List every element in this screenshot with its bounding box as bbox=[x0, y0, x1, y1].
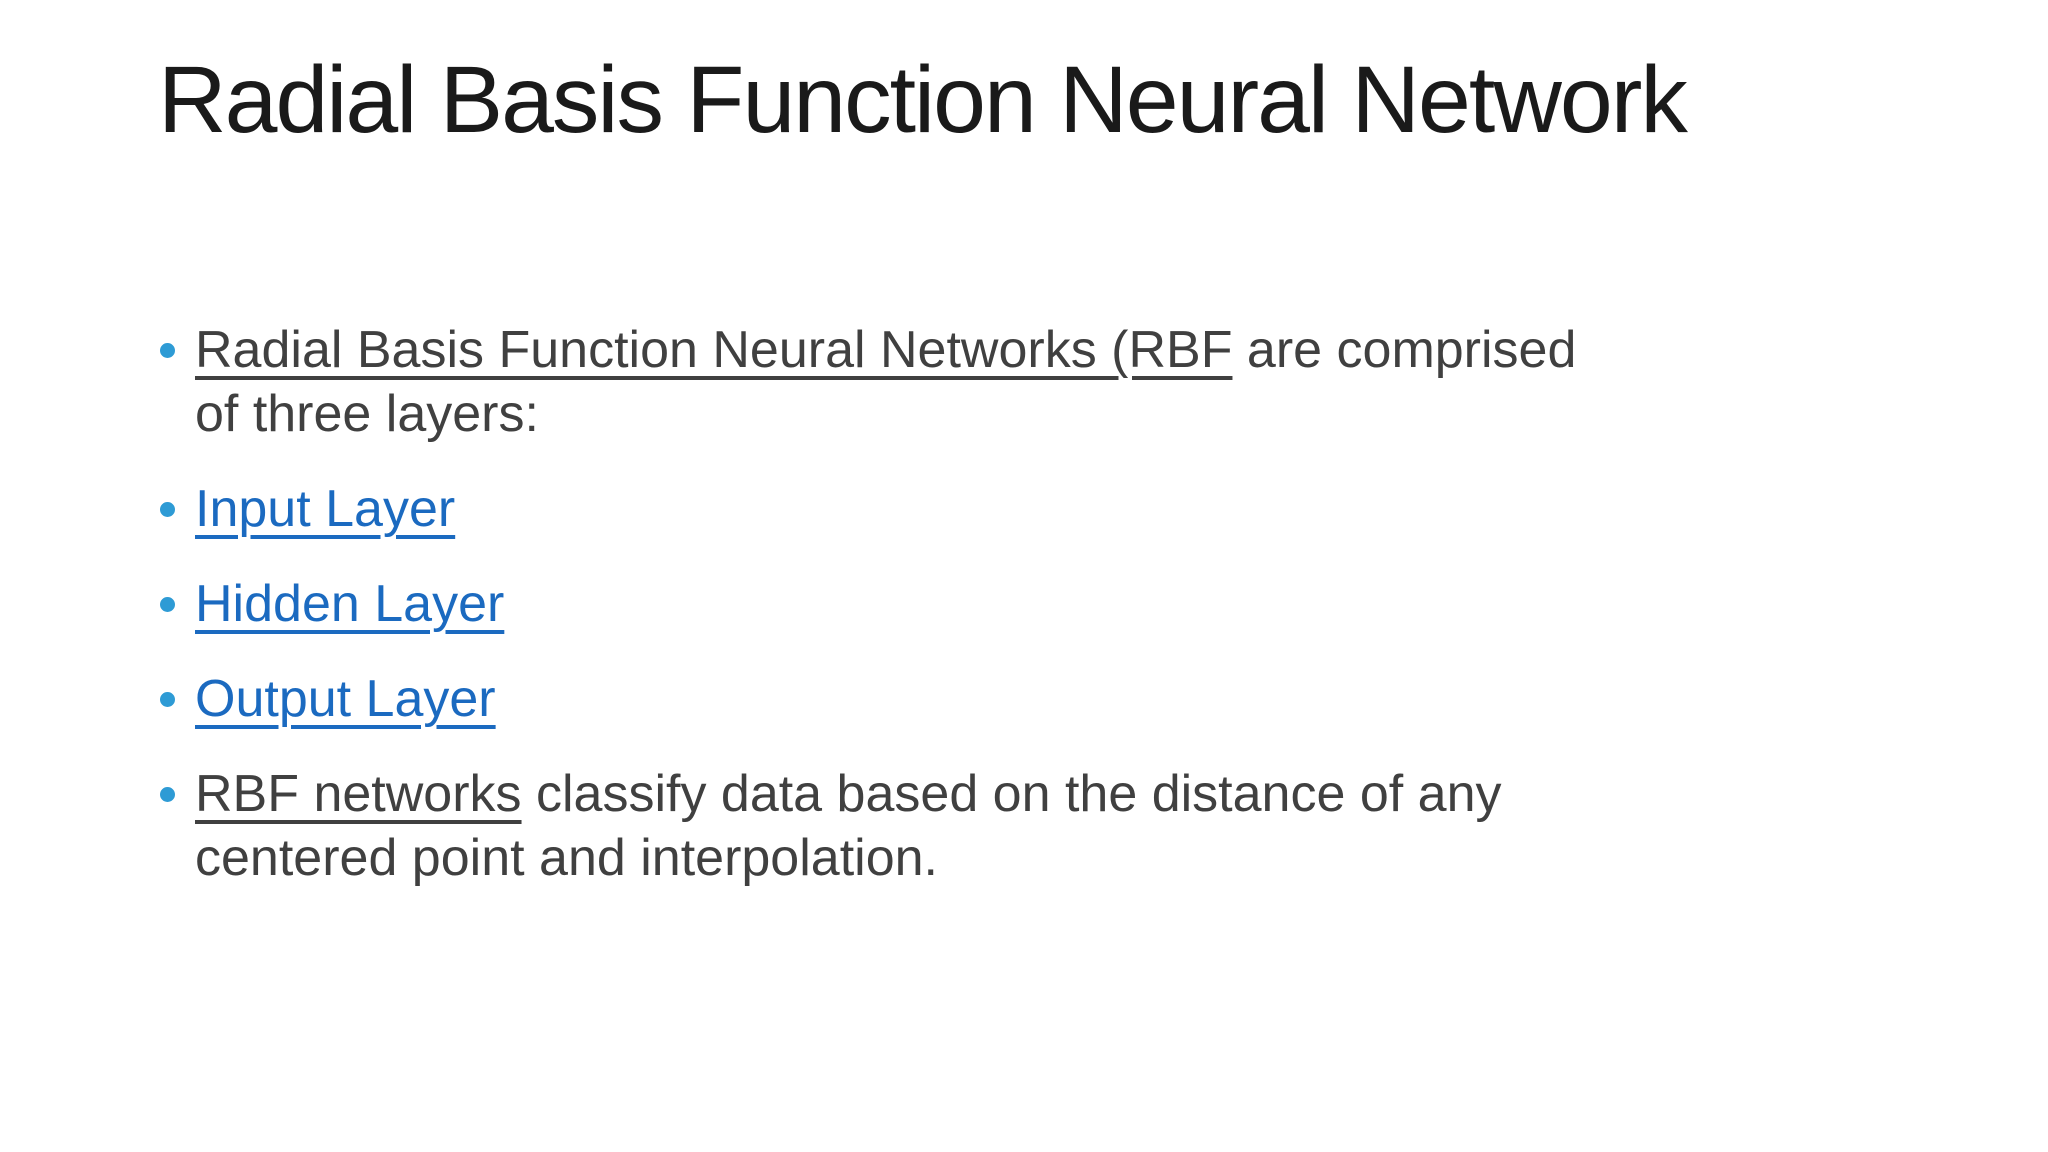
bullet-icon bbox=[160, 787, 175, 802]
bullet-item: Output Layer bbox=[150, 667, 1870, 731]
bullet-item: Input Layer bbox=[150, 477, 1870, 541]
bullet-list: Radial Basis Function Neural Networks (R… bbox=[150, 318, 1870, 921]
underlined-text: RBF networks bbox=[195, 765, 522, 823]
bullet-item: RBF networks classify data based on the … bbox=[150, 762, 1870, 890]
link-output-layer[interactable]: Output Layer bbox=[195, 670, 496, 728]
link-input-layer[interactable]: Input Layer bbox=[195, 480, 456, 538]
body-text: of three layers: bbox=[195, 385, 539, 443]
bullet-item: Hidden Layer bbox=[150, 572, 1870, 636]
bullet-text: Input Layer bbox=[195, 477, 1870, 541]
body-text: classify data based on the distance of a… bbox=[521, 765, 1502, 823]
bullet-text: Output Layer bbox=[195, 667, 1870, 731]
bullet-icon bbox=[160, 692, 175, 707]
bullet-text: Radial Basis Function Neural Networks (R… bbox=[195, 318, 1870, 446]
bullet-icon bbox=[160, 502, 175, 517]
link-hidden-layer[interactable]: Hidden Layer bbox=[195, 575, 505, 633]
body-text: centered point and interpolation. bbox=[195, 829, 938, 887]
underlined-text: Radial Basis Function Neural Networks (R… bbox=[195, 321, 1233, 379]
bullet-icon bbox=[160, 597, 175, 612]
bullet-item: Radial Basis Function Neural Networks (R… bbox=[150, 318, 1870, 446]
slide-title: Radial Basis Function Neural Network bbox=[158, 47, 1688, 153]
bullet-text: Hidden Layer bbox=[195, 572, 1870, 636]
bullet-icon bbox=[160, 343, 175, 358]
bullet-text: RBF networks classify data based on the … bbox=[195, 762, 1870, 890]
body-text: are comprised bbox=[1232, 321, 1577, 379]
